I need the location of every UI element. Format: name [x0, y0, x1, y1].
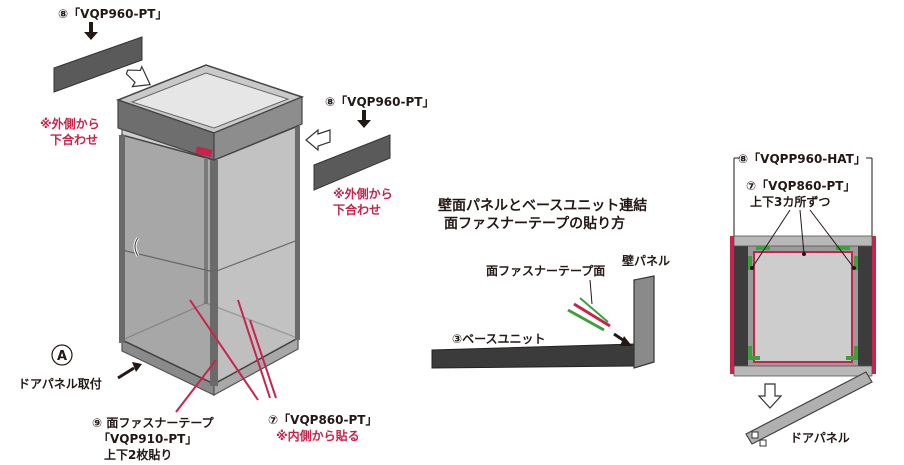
outside-note-right-1: ※外側から — [333, 186, 393, 201]
middle-title-1: 壁面パネルとベースユニット連結 — [438, 197, 647, 214]
corner-tape-label: ⑦「VQP860-PT」 — [268, 412, 377, 427]
hollow-arrow-icon — [305, 128, 331, 152]
right-panel-label: ⑧「VQP960-PT」 — [325, 94, 434, 109]
tape-face-label: 面ファスナーテープ面 — [486, 263, 605, 278]
outside-note-left-2: 下合わせ — [50, 132, 98, 147]
tape-label-2: 「VQP910-PT」 — [98, 431, 197, 446]
door-panel-shape — [745, 371, 873, 445]
base-unit-label: ③ベースユニット — [452, 332, 546, 346]
hollow-down-arrow-icon — [757, 383, 783, 409]
middle-title-2: 面ファスナーテープの貼り方 — [444, 215, 625, 232]
middle-diagram: 壁面パネルとベースユニット連結 面ファスナーテープの貼り方 面ファスナーテープ面… — [431, 197, 670, 369]
right-diagram: ⑧「VQPP960-HAT」 ⑦「VQP860-PT」 上下3カ所ずつ — [730, 151, 876, 447]
hollow-arrow-icon — [125, 65, 152, 88]
corner-tape-note: ※内側から貼る — [276, 428, 360, 443]
wall-panel-label: 壁パネル — [622, 253, 670, 268]
outside-note-left-1: ※外側から — [40, 116, 100, 131]
circle-a-label: A — [57, 349, 67, 364]
booth-illustration — [115, 64, 305, 413]
booth-badge — [195, 146, 213, 157]
right-top-label: ⑧「VQPP960-HAT」 — [738, 151, 866, 166]
tape-label-3: 上下2枚貼り — [104, 447, 172, 462]
circle-a-marker — [51, 344, 73, 366]
tape-label-1: ⑨ 面ファスナーテープ — [92, 415, 215, 430]
wall-panel-shape — [633, 275, 655, 369]
top-panel-label: ⑧「VQP960-PT」 — [58, 6, 167, 21]
right-corner-label-2: 上下3カ所ずつ — [750, 194, 830, 209]
top-panel-left — [53, 36, 143, 93]
base-unit-bar — [431, 343, 635, 369]
outside-note-right-2: 下合わせ — [333, 202, 381, 217]
door-panel-install-label: ドアパネル取付 — [18, 376, 102, 391]
top-panel-right — [313, 134, 391, 191]
down-arrow-icon — [84, 22, 98, 40]
booth-front-left-wall — [121, 134, 215, 386]
door-arrow-icon — [117, 362, 142, 380]
right-corner-label-1: ⑦「VQP860-PT」 — [746, 178, 855, 193]
booth-front-right-wall — [213, 124, 299, 386]
down-arrow-icon — [357, 110, 371, 128]
door-panel-label: ドアパネル — [790, 431, 850, 445]
